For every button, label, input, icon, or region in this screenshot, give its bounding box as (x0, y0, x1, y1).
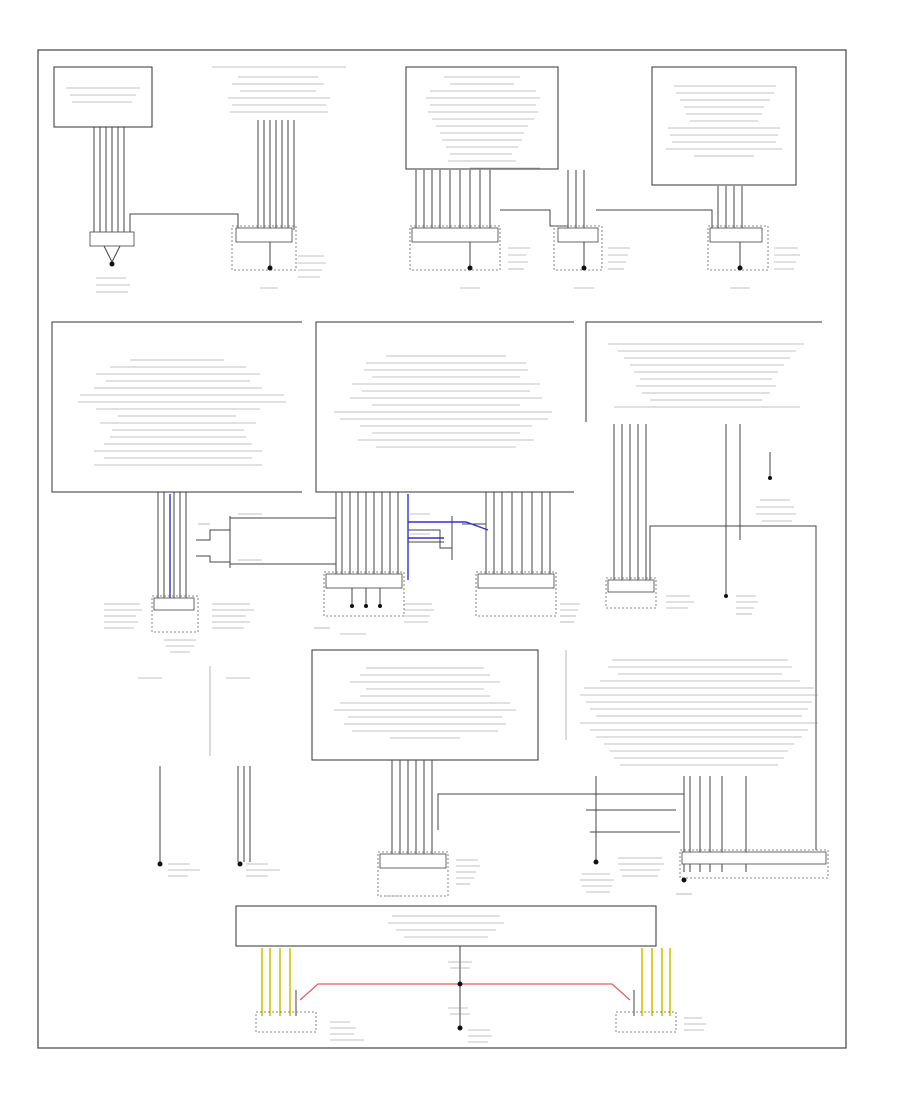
lower-left-branches (138, 666, 280, 877)
top-left-module (53, 66, 239, 293)
lower-right-label (565, 650, 829, 895)
top-right-module (596, 66, 800, 289)
lower-center-module (311, 649, 684, 897)
mid-left-module (51, 321, 336, 653)
top-center-module (405, 66, 630, 289)
bottom-junction-block (235, 905, 706, 1043)
diagram-frame (37, 49, 847, 1049)
mid-right-module (585, 321, 822, 850)
mid-center-module (314, 321, 580, 635)
top-left-connector-group (212, 66, 346, 289)
